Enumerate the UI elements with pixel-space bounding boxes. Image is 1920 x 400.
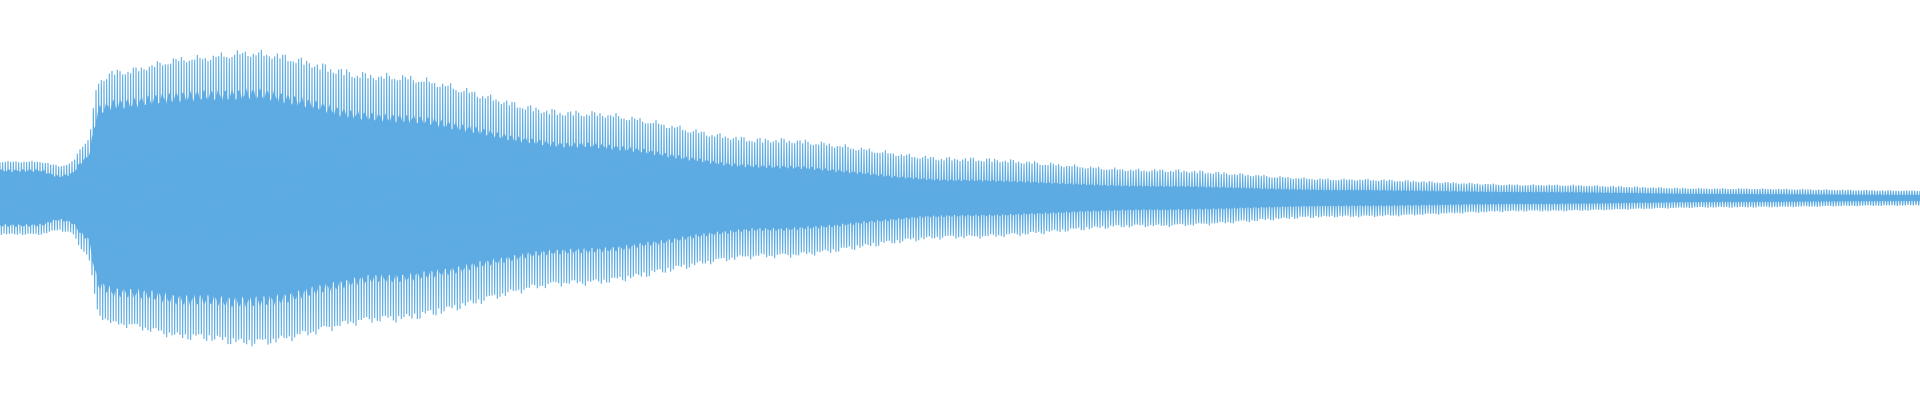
waveform-peaks (0, 49, 1920, 347)
